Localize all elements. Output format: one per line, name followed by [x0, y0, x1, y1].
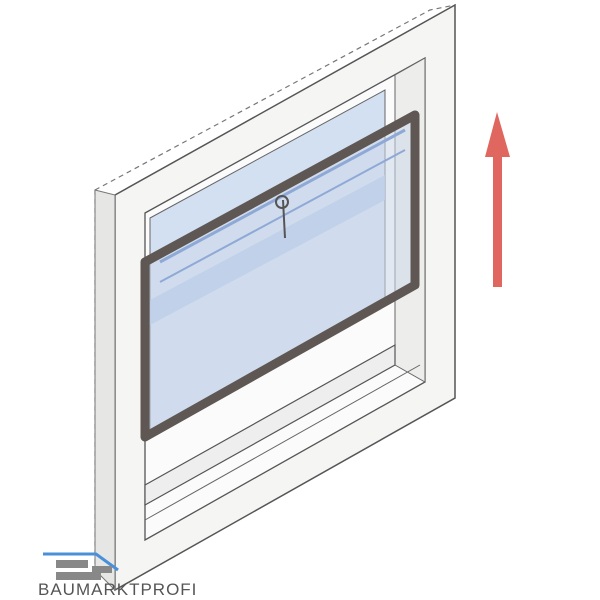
screen-handle — [282, 199, 286, 239]
logo-text: BAUMARKTPROFI — [38, 580, 198, 599]
frame-side — [94, 189, 116, 592]
sill-line — [144, 364, 421, 521]
logo-mark — [43, 552, 119, 580]
up-arrow-icon — [485, 112, 510, 287]
insect-screen — [140, 110, 420, 442]
sash-rail — [144, 343, 396, 507]
logo: BAUMARKTPROFI — [38, 548, 196, 600]
